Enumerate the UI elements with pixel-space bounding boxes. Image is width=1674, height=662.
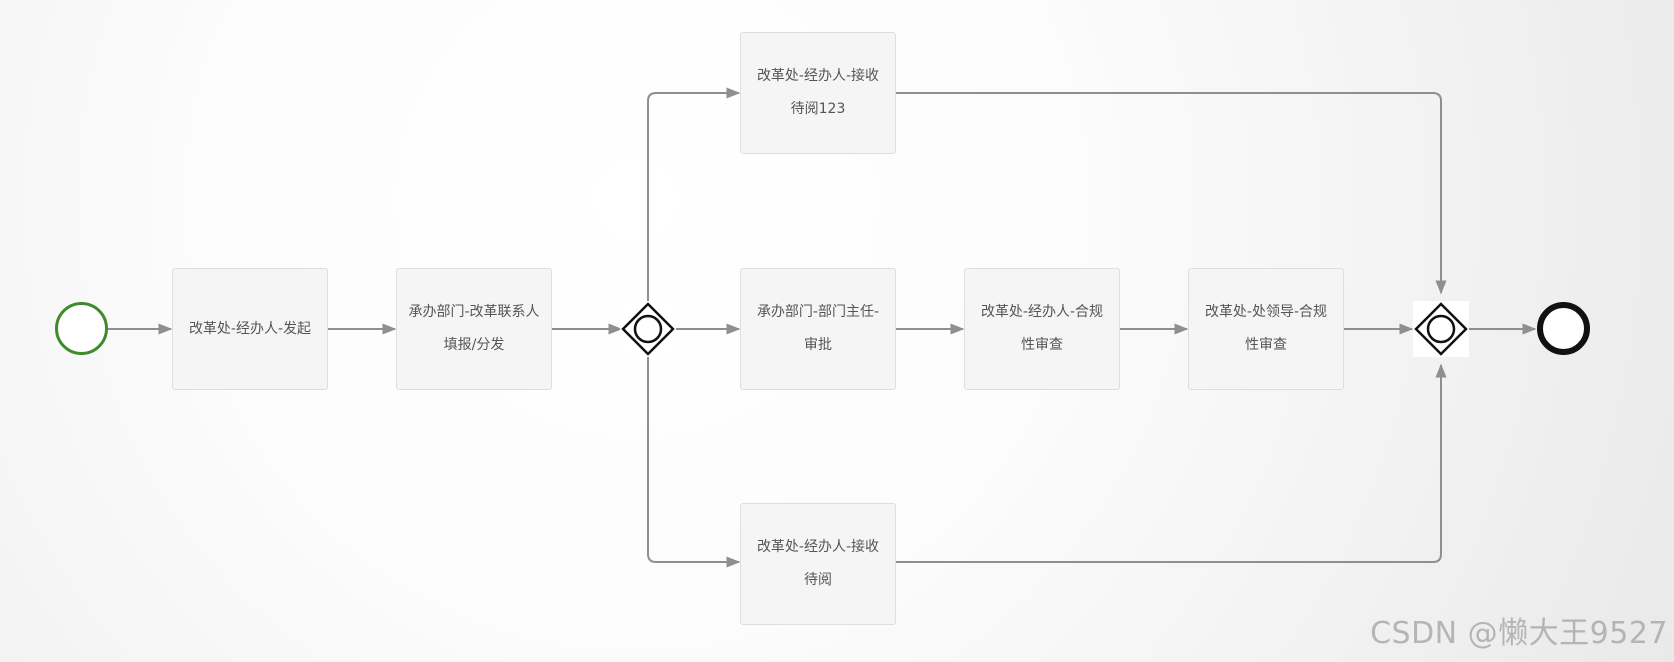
end-event[interactable] xyxy=(1537,302,1590,355)
inclusive-gateway-join[interactable] xyxy=(1413,301,1469,357)
task-fill-task[interactable]: 承办部门-改革联系人填报/分发 xyxy=(396,268,552,390)
task-top-task[interactable]: 改革处-经办人-接收待阅123 xyxy=(740,32,896,154)
flow-top-task-to-join-gateway[interactable] xyxy=(896,92,1447,295)
task-start-task[interactable]: 改革处-经办人-发起 xyxy=(172,268,328,390)
task-label: 改革处-经办人-接收待阅 xyxy=(756,539,880,588)
task-compliance-task[interactable]: 改革处-经办人-合规性审查 xyxy=(964,268,1120,390)
task-label: 改革处-经办人-合规性审查 xyxy=(980,304,1104,353)
watermark: CSDN @懒大王9527 xyxy=(1370,616,1668,651)
task-label: 改革处-经办人-接收待阅123 xyxy=(756,68,880,117)
flow-gateway-to-bottom-task[interactable] xyxy=(647,357,741,568)
inclusive-gateway-split[interactable] xyxy=(620,301,676,357)
task-label: 改革处-处领导-合规性审查 xyxy=(1204,304,1328,353)
task-label: 承办部门-改革联系人填报/分发 xyxy=(408,304,540,353)
task-label: 承办部门-部门主任-审批 xyxy=(756,304,880,353)
task-leader-task[interactable]: 改革处-处领导-合规性审查 xyxy=(1188,268,1344,390)
start-event[interactable] xyxy=(55,302,108,355)
flow-gateway-to-top-task[interactable] xyxy=(647,87,741,301)
task-middle-task[interactable]: 承办部门-部门主任-审批 xyxy=(740,268,896,390)
flow-bottom-task-to-join-gateway[interactable] xyxy=(896,363,1447,563)
task-label: 改革处-经办人-发起 xyxy=(188,320,312,337)
task-bottom-task[interactable]: 改革处-经办人-接收待阅 xyxy=(740,503,896,625)
